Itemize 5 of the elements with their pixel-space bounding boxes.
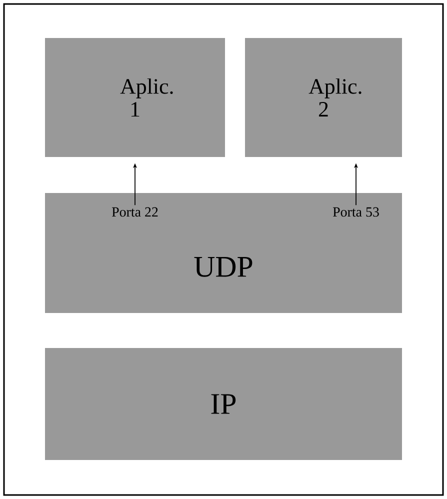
- port-label: Porta 22: [112, 207, 158, 217]
- port-label: Porta 53: [332, 207, 379, 217]
- layer-box: IP: [45, 348, 402, 460]
- application-box: Aplic. 2: [245, 38, 402, 157]
- application-box: Aplic. 1: [45, 38, 225, 157]
